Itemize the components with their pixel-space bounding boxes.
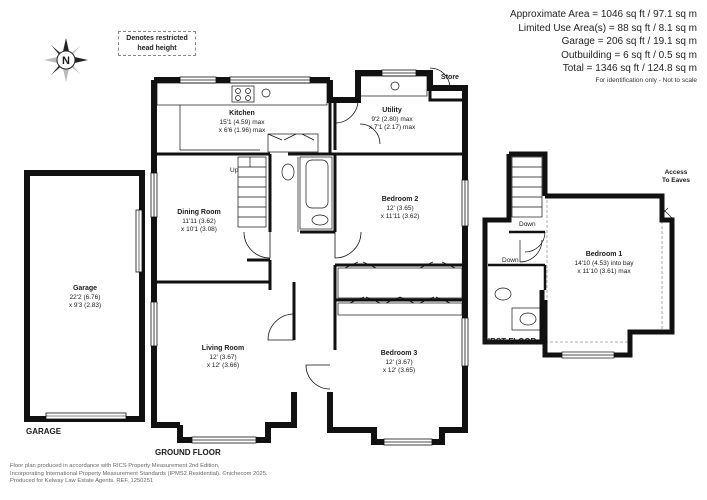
room-label-kitchen: Kitchen 15'1 (4.59) max x 6'6 (1.96) max [219,110,266,134]
wardrobes [267,133,463,316]
room-dimension: x 10'1 (3.08) [181,226,217,233]
room-name: Bedroom 1 [586,251,623,258]
area-total: Total = 1346 sq ft / 124.8 sq m [562,63,697,75]
room-dimension: 12' (3.67) [385,359,412,366]
restricted-head-height-legend: Denotes restricted head height [118,31,196,56]
ground-stairs [237,156,267,228]
room-name: Bedroom 2 [382,196,419,203]
room-label-garage: Garage 22'2 (6.76) x 9'3 (2.83) [69,285,101,309]
legend-text: head height [137,45,177,52]
section-title-ground-floor: GROUND FLOOR [155,448,221,457]
section-title-first-floor: FIRST FLOOR [483,337,537,346]
room-name: Bedroom 3 [381,350,418,357]
room-dimension: x 9'3 (2.83) [69,302,101,309]
first-floor-walls [482,151,675,358]
room-label-dining: Dining Room 11'11 (3.62) x 10'1 (3.08) [177,209,221,233]
ground-bathroom [281,156,333,232]
room-dimension: 12' (3.65) [386,205,413,212]
stairs-down-label: Down [519,221,536,228]
room-dimension: 14'10 (4.53) into bay [574,260,634,267]
scale-note: For identification only - Not to scale [595,76,697,84]
ground-floor-walls [151,70,468,445]
room-dimension: x 7'1 (2.17) max [369,124,416,131]
room-label-bedroom1: Bedroom 1 14'10 (4.53) into bay x 11'10 … [574,251,634,275]
room-label-bedroom2: Bedroom 2 12' (3.65) x 11'11 (3.62) [381,196,420,220]
room-dimension: x 11'11 (3.62) [381,213,420,220]
stairs-down-label: Down [502,257,519,264]
garage-outline [24,170,145,422]
room-dimension: 12' (3.67) [209,354,236,361]
compass-letter: N [62,55,70,67]
footer-line: Floor plan produced in accordance with R… [10,463,220,469]
ground-floor-internal-walls [154,88,465,350]
room-label-living: Living Room 12' (3.67) x 12' (3.66) [202,345,244,369]
first-floor-internal [488,230,547,290]
room-dimension: x 12' (3.65) [383,367,415,374]
room-dimension: x 11'10 (3.61) max [577,268,631,275]
room-name: Store [441,74,459,81]
section-title-garage: GARAGE [26,427,62,436]
room-name: Utility [382,107,402,114]
footer-line: Produced for Kelway Law Estate Agents. R… [10,478,154,485]
ground-floor-windows [150,69,469,446]
room-name: Living Room [202,345,244,352]
access-eaves-label: Access [665,169,688,176]
legend-text: Denotes restricted [126,35,188,42]
access-eaves-label: To Eaves [662,177,690,184]
area-outbuilding: Outbuilding = 6 sq ft / 0.5 sq m [561,49,697,61]
room-dimension: 9'2 (2.80) max [371,116,413,123]
room-dimension: 22'2 (6.76) [70,294,101,301]
room-label-utility: Utility 9'2 (2.80) max x 7'1 (2.17) max [369,107,416,131]
room-name: Garage [73,285,97,292]
footer-line: Incorporating International Property Mea… [10,470,268,477]
room-label-bedroom3: Bedroom 3 12' (3.67) x 12' (3.65) [381,350,418,374]
stairs-up-label: Up [230,167,239,174]
footer-credits: Floor plan produced in accordance with R… [10,463,268,486]
room-name: Dining Room [177,209,221,216]
first-floor-fittings [494,156,673,359]
kitchen-fittings [156,75,428,151]
room-dimension: 11'11 (3.62) [182,218,216,225]
area-approximate: Approximate Area = 1046 sq ft / 97.1 sq … [509,9,697,20]
room-name: Kitchen [229,110,255,117]
room-dimension: 15'1 (4.59) max [220,119,266,126]
room-label-store: Store [441,74,459,81]
area-limited-use: Limited Use Area(s) = 88 sq ft / 8.1 sq … [518,22,697,34]
area-summary: Approximate Area = 1046 sq ft / 97.1 sq … [510,8,697,86]
door-swings [243,67,451,390]
compass-icon: N [44,38,88,82]
room-dimension: x 6'6 (1.96) max [219,127,266,134]
area-garage: Garage = 206 sq ft / 19.1 sq m [561,36,697,48]
room-dimension: x 12' (3.66) [207,362,239,369]
